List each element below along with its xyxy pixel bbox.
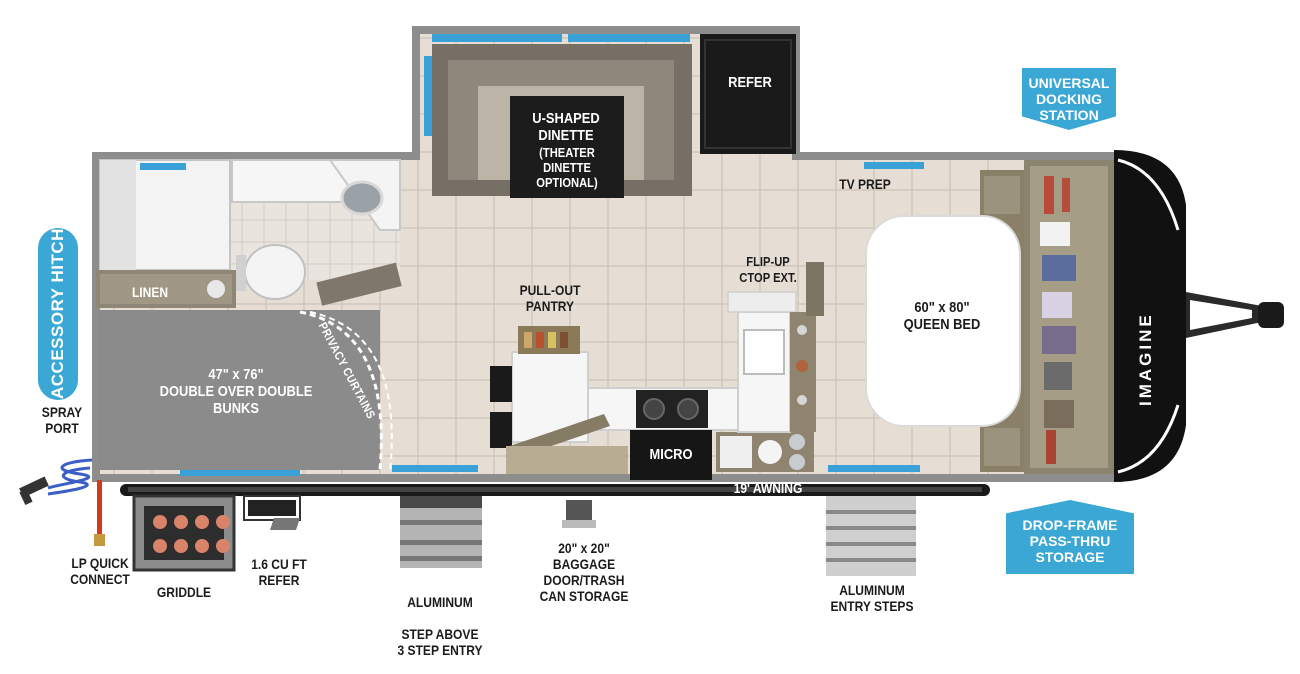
refer-small-label: 1.6 CU FT REFER [251,556,307,588]
pass-thru-callout: DROP-FRAME PASS-THRU STORAGE [1006,500,1134,574]
dinette-note-label: (THEATER DINETTE OPTIONAL) [536,145,598,190]
bath-sink [340,180,384,216]
flip-up-label: FLIP-UP CTOP EXT. [739,254,797,285]
docking-station-callout: UNIVERSAL DOCKING STATION [1022,68,1116,130]
bunks-label: 47" x 76" DOUBLE OVER DOUBLE BUNKS [159,366,313,417]
galley-sink [743,329,785,375]
outdoor-refrigerator [243,495,301,530]
spray-port-label: SPRAY PORT [41,404,83,436]
step-entry-bottom: 3 STEP ENTRY [397,642,483,658]
accessory-hitch-callout: ACCESSORY HITCH [38,228,78,400]
front-cap [1114,150,1186,482]
queen-bed [865,215,1021,427]
window [140,163,186,170]
aluminum-entry-steps [826,496,916,576]
window [424,56,432,136]
window [864,162,924,169]
pantry-label: PULL-OUT PANTRY [519,282,581,314]
step-entry-top: ALUMINUM [407,594,473,610]
window [828,465,920,472]
queen-bed-label: 60" x 80" QUEEN BED [903,299,981,333]
awning-label: 19' AWNING [733,480,803,496]
dinette-table [510,96,624,198]
window [392,465,478,472]
lp-quick-connect [97,480,102,534]
step-entry-label: ALUMINUM STEP ABOVE 3 STEP ENTRY [392,578,488,674]
toilet [244,244,306,300]
window [180,470,300,476]
lp-quick-connect-label: LP QUICK CONNECT [70,555,130,587]
step-above-entry-steps [400,496,482,568]
window [568,34,690,42]
privacy-curtain-track [299,310,383,471]
refer-label: REFER [728,74,772,91]
tv-prep-label: TV PREP [839,176,891,192]
brand-logo-text: IMAGINE [1136,312,1155,406]
spray-port-hose [19,458,93,506]
microwave [630,430,712,480]
step-above-label: STEP ABOVE [401,626,479,642]
outdoor-griddle [132,494,236,572]
dinette-label: U-SHAPED DINETTE [532,110,600,144]
entry-steps-label: ALUMINUM ENTRY STEPS [830,582,914,614]
griddle-label: GRIDDLE [156,584,212,600]
micro-label: MICRO [649,446,693,463]
flip-up-countertop [727,291,797,313]
window [432,34,562,42]
u-shaped-dinette [432,44,692,198]
linen-label: LINEN [131,284,169,300]
refrigerator [700,34,796,154]
baggage-label: 20" x 20" BAGGAGE DOOR/TRASH CAN STORAGE [539,540,629,604]
floor-plan [19,26,1284,576]
bunk-bed [98,310,380,470]
